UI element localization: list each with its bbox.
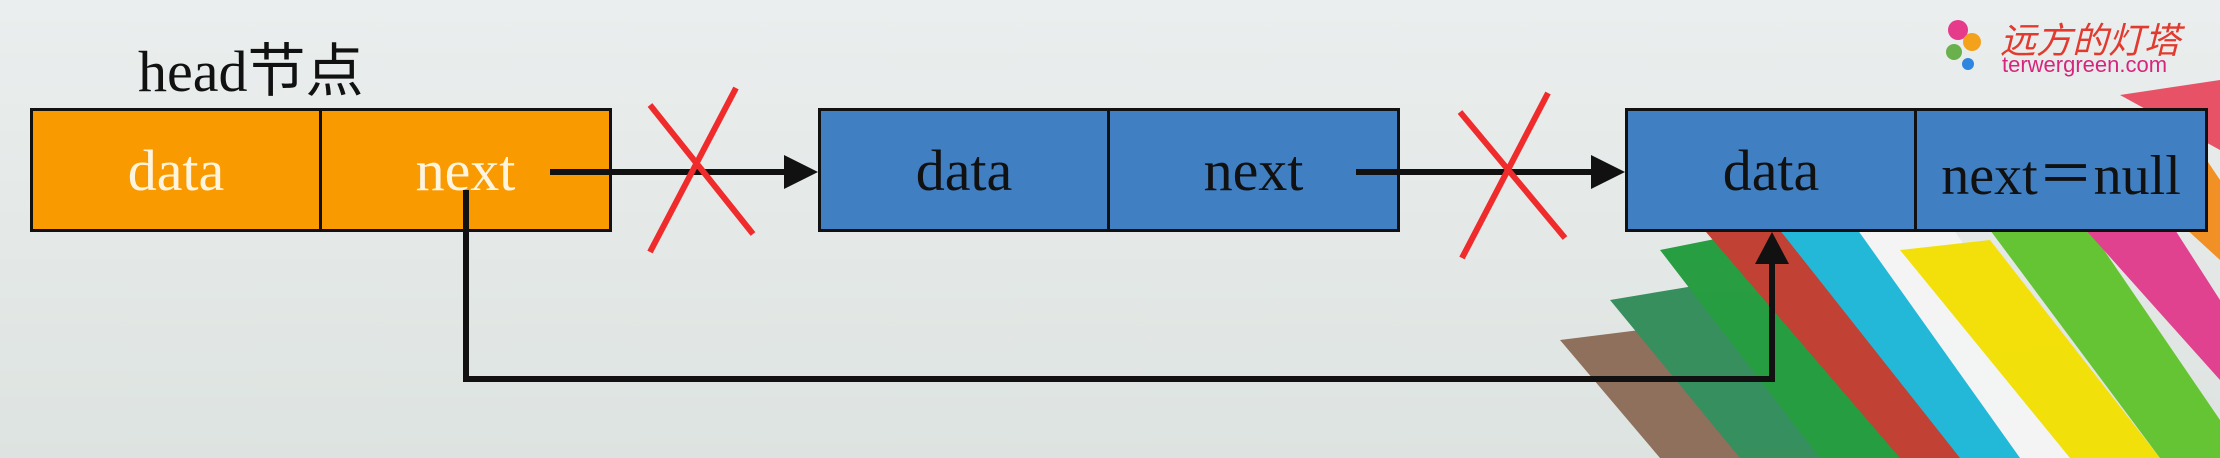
bypass-arrow-head-to-third <box>463 190 1789 382</box>
link-arrow-1-to-2 <box>550 155 818 189</box>
head-node-data-field: data <box>30 108 322 232</box>
third-node-data-field: data <box>1625 108 1917 232</box>
flower-logo-icon <box>1946 20 1981 70</box>
second-node: data next <box>818 108 1400 232</box>
removed-link-cross-1 <box>647 86 756 254</box>
second-node-next-field: next <box>1110 108 1400 232</box>
third-node-next-field: next＝null <box>1917 108 2208 232</box>
link-arrow-2-to-3 <box>1356 155 1625 189</box>
watermark-url: terwergreen.com <box>2002 52 2168 77</box>
third-node: data next＝null <box>1625 108 2208 232</box>
removed-link-cross-2 <box>1457 91 1568 260</box>
head-node-label: head节点 <box>138 39 364 104</box>
watermark-title: 远方的灯塔 <box>2000 21 2181 62</box>
site-watermark: 远方的灯塔 terwergreen.com <box>1940 12 2200 82</box>
second-node-data-field: data <box>818 108 1110 232</box>
